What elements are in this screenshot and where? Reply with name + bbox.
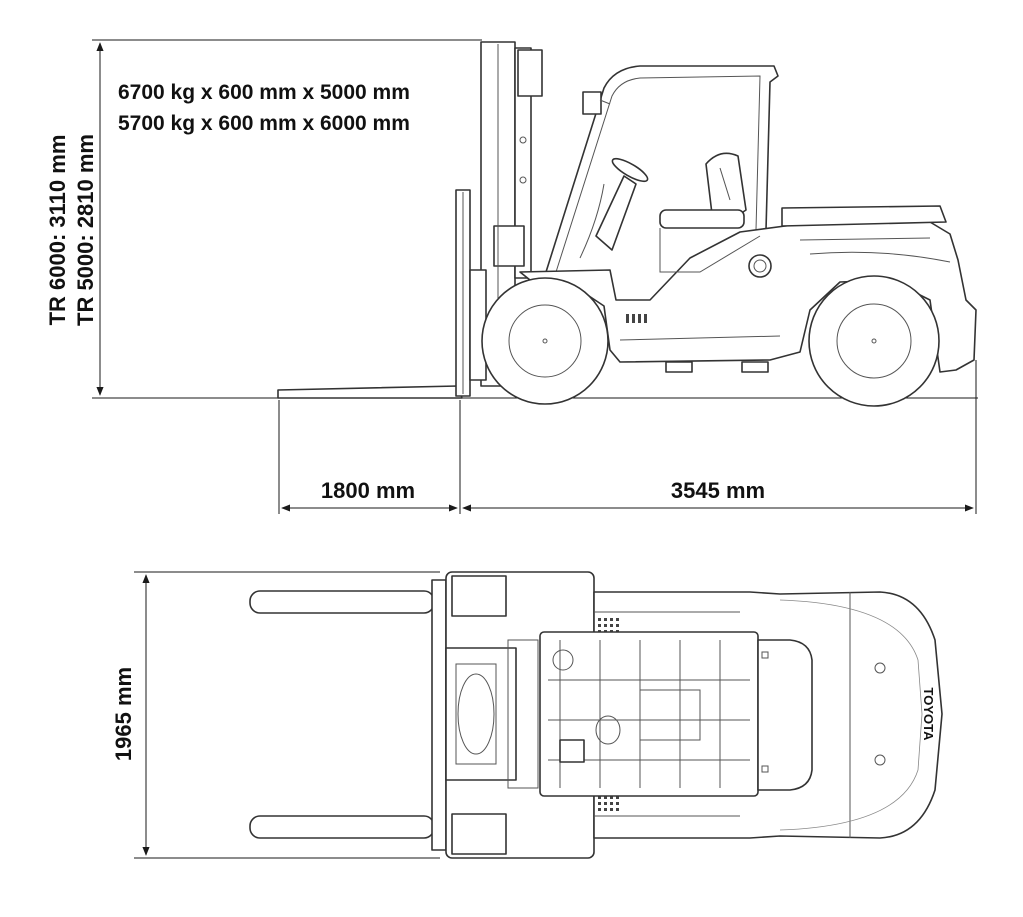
height-label-tr6000: TR 6000: 3110 mm bbox=[45, 135, 70, 326]
capacity-spec-line-2: 5700 kg x 600 mm x 6000 mm bbox=[118, 112, 410, 135]
operator-seat bbox=[659, 152, 747, 229]
capacity-spec-line-1: 6700 kg x 600 mm x 5000 mm bbox=[118, 81, 410, 104]
fork-carriage-top bbox=[431, 579, 447, 851]
top-view: 1965 mm bbox=[111, 571, 943, 859]
width-dimension: 1965 mm bbox=[111, 571, 440, 859]
width-label: 1965 mm bbox=[111, 667, 136, 761]
rear-wheel bbox=[808, 275, 940, 407]
front-wheel bbox=[481, 277, 609, 405]
vent-grille-lower bbox=[598, 796, 619, 811]
vent-grille bbox=[626, 314, 647, 323]
fork-top-upper bbox=[249, 590, 435, 614]
fork-length-label: 1800 mm bbox=[321, 478, 415, 503]
steering-wheel bbox=[579, 157, 649, 259]
engine-hood-top bbox=[757, 639, 813, 791]
height-label-tr5000: TR 5000: 2810 mm bbox=[73, 134, 98, 326]
height-dimension: TR 6000: 3110 mm TR 5000: 2810 mm bbox=[45, 39, 482, 399]
toyota-logo: TOYOTA bbox=[921, 688, 936, 742]
chassis-body bbox=[519, 205, 977, 373]
cabin-roof-guard bbox=[539, 631, 759, 797]
fork-top-lower bbox=[249, 815, 435, 839]
side-view: TR 6000: 3110 mm TR 5000: 2810 mm 6700 k… bbox=[45, 39, 978, 407]
length-dimensions: 1800 mm 3545 mm bbox=[278, 360, 977, 514]
body-length-label: 3545 mm bbox=[671, 478, 765, 503]
fork bbox=[277, 189, 471, 399]
